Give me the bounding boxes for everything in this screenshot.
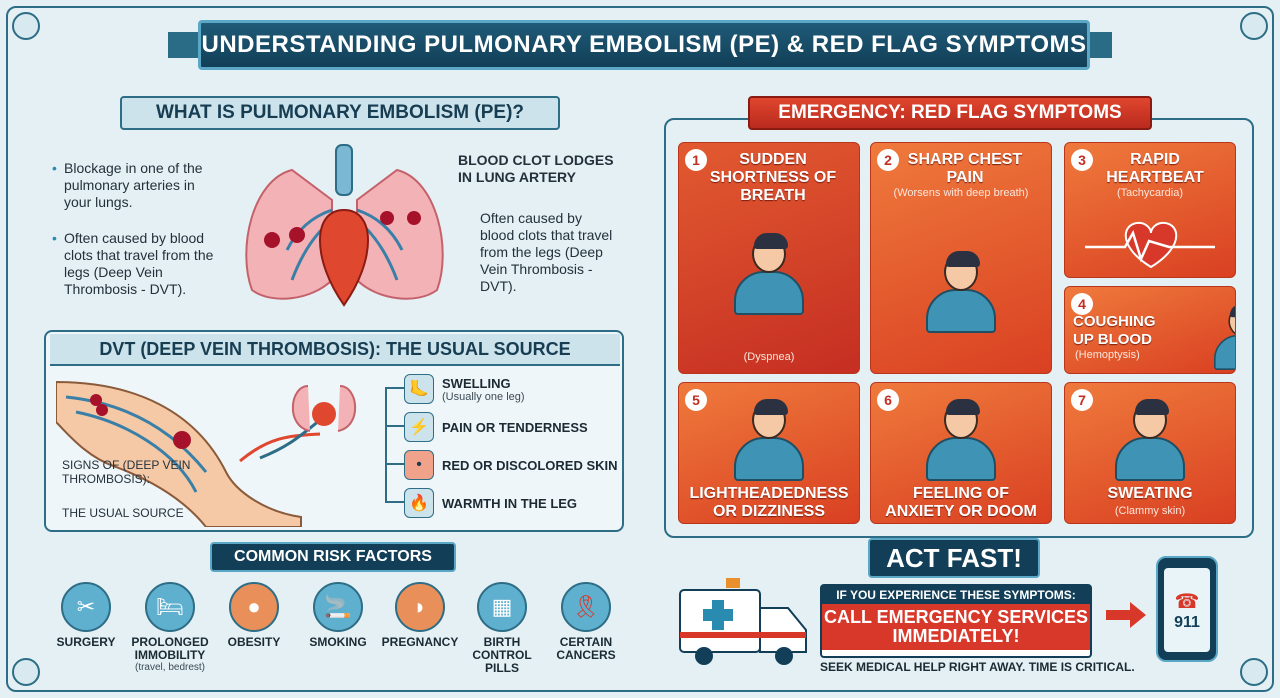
- symptom-card-5: 5 LIGHTHEADEDNESS OR DIZZINESS: [678, 382, 860, 524]
- red-flags-heading: EMERGENCY: RED FLAG SYMPTOMS: [748, 96, 1152, 130]
- ambulance-icon: [679, 578, 807, 665]
- phone-icon: ☎ 911: [1156, 556, 1218, 662]
- act-line-3: SEEK MEDICAL HELP RIGHT AWAY. TIME IS CR…: [820, 660, 1135, 674]
- dvt-signs-title: SIGNS OF (DEEP VEIN THROMBOSIS):: [62, 458, 191, 486]
- dvt-heading: DVT (DEEP VEIN THROMBOSIS): THE USUAL SO…: [50, 334, 620, 366]
- symptom-card-2: 2 SHARP CHEST PAIN (Worsens with deep br…: [870, 142, 1052, 374]
- heartbeat-icon: [1085, 221, 1215, 269]
- risk-smoking: 🚬 SMOKING: [296, 582, 380, 649]
- bed-icon: 🛏: [145, 582, 195, 632]
- corner-ornament: [12, 658, 40, 686]
- sign-swelling: 🦶 SWELLING(Usually one leg): [404, 374, 525, 404]
- risk-surgery: ✂ SURGERY: [44, 582, 128, 649]
- foot-icon: 🦶: [404, 374, 434, 404]
- sign-warmth: 🔥 WARMTH IN THE LEG: [404, 488, 577, 518]
- risk-pregnancy: ◗ PREGNANCY: [378, 582, 462, 649]
- person-anxiety-icon: [926, 399, 996, 491]
- act-line-2: CALL EMERGENCY SERVICES IMMEDIATELY!: [822, 604, 1090, 650]
- person-chest-pain-icon: [926, 251, 996, 343]
- symptom-card-4: 4 COUGHING UP BLOOD (Hemoptysis): [1064, 286, 1236, 374]
- leg-illustration: [56, 380, 302, 527]
- symptom-card-3: 3 RAPID HEARTBEAT (Tachycardia): [1064, 142, 1236, 278]
- symptom-card-7: 7 SWEATING (Clammy skin): [1064, 382, 1236, 524]
- arrow-right-icon: [1106, 602, 1146, 628]
- act-line-1: IF YOU EXPERIENCE THESE SYMPTOMS:: [822, 586, 1090, 604]
- signs-bracket: [385, 387, 404, 503]
- scalpel-icon: ✂: [61, 582, 111, 632]
- outer-frame: [6, 6, 1274, 692]
- callout-clot: BLOOD CLOT LODGES IN LUNG ARTERY: [458, 152, 614, 185]
- person-breathless-icon: [734, 233, 804, 325]
- page-title: UNDERSTANDING PULMONARY EMBOLISM (PE) & …: [198, 20, 1090, 70]
- sign-red-skin: • RED OR DISCOLORED SKIN: [404, 450, 618, 480]
- corner-ornament: [1240, 12, 1268, 40]
- symptom-card-6: 6 FEELING OF ANXIETY OR DOOM: [870, 382, 1052, 524]
- cigarette-icon: 🚬: [313, 582, 363, 632]
- symptom-card-1: 1 SUDDEN SHORTNESS OF BREATH (Dyspnea): [678, 142, 860, 374]
- risk-obesity: ● OBESITY: [212, 582, 296, 649]
- skin-icon: •: [404, 450, 434, 480]
- corner-ornament: [12, 12, 40, 40]
- travel-arrow-lungs: [239, 385, 357, 463]
- lightning-icon: ⚡: [404, 412, 434, 442]
- sign-pain: ⚡ PAIN OR TENDERNESS: [404, 412, 588, 442]
- flame-icon: 🔥: [404, 488, 434, 518]
- act-fast-box: IF YOU EXPERIENCE THESE SYMPTOMS: CALL E…: [820, 584, 1092, 658]
- lungs-heart-illustration: [245, 144, 444, 307]
- bullet-cause: Often caused by blood clots that travel …: [52, 230, 224, 298]
- callout-cause: Often caused by blood clots that travel …: [480, 210, 613, 294]
- risk-birth-control: ▦ BIRTH CONTROL PILLS: [460, 582, 544, 675]
- person-dizzy-icon: [734, 399, 804, 491]
- obesity-icon: ●: [229, 582, 279, 632]
- person-sweating-icon: [1115, 399, 1185, 491]
- corner-ornament: [1240, 658, 1268, 686]
- risk-heading: COMMON RISK FACTORS: [210, 542, 456, 572]
- pills-icon: ▦: [477, 582, 527, 632]
- act-fast-heading: ACT FAST!: [868, 538, 1040, 578]
- what-is-heading: WHAT IS PULMONARY EMBOLISM (PE)?: [120, 96, 560, 130]
- risk-immobility: 🛏 PROLONGED IMMOBILITY (travel, bedrest): [128, 582, 212, 673]
- pregnancy-icon: ◗: [395, 582, 445, 632]
- phone-number: 911: [1174, 613, 1200, 631]
- risk-cancers: 🎗 CERTAIN CANCERS: [544, 582, 628, 662]
- bullet-blockage: Blockage in one of the pulmonary arterie…: [52, 160, 224, 211]
- ribbon-icon: 🎗: [561, 582, 611, 632]
- person-coughing-icon: [1214, 304, 1235, 373]
- dvt-signs-sub: THE USUAL SOURCE: [62, 506, 184, 520]
- card-number: 1: [685, 149, 707, 171]
- call-icon: ☎: [1174, 590, 1200, 613]
